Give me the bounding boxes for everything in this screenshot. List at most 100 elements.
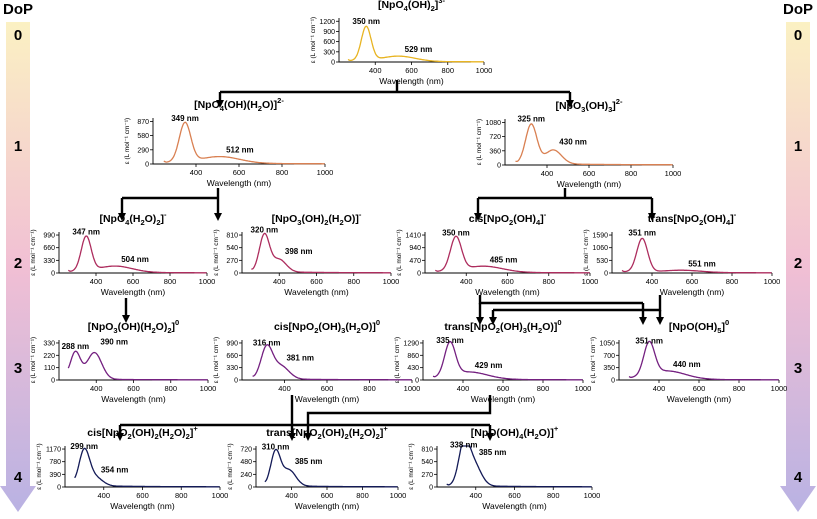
peak-label: 350 nm xyxy=(352,17,380,26)
y-tick-label: 810 xyxy=(421,447,433,454)
y-tick-label: 580 xyxy=(137,133,149,140)
arrow-left-branch-dop2 xyxy=(122,188,220,200)
y-tick-label: 600 xyxy=(323,39,335,46)
y-axis-label: ε (L mol⁻¹ cm⁻¹) xyxy=(396,229,403,275)
x-axis-label: Wavelength (nm) xyxy=(295,501,360,511)
y-tick-label: 300 xyxy=(323,49,335,56)
x-tick-label: 800 xyxy=(547,491,560,500)
y-tick-label: 1200 xyxy=(319,19,335,26)
species-title: [NpO3​(OH)2​(H2​O)]- xyxy=(272,210,362,227)
arrow-trans-dop3-to-dop4 xyxy=(306,395,492,425)
x-tick-label: 1000 xyxy=(200,384,217,393)
peak-label: 316 nm xyxy=(253,338,281,347)
y-tick-label: 0 xyxy=(51,271,55,278)
x-tick-label: 800 xyxy=(347,277,360,286)
spectrum-line xyxy=(252,344,412,381)
peak-label: 351 nm xyxy=(635,337,663,346)
arrow-root-to-dop1 xyxy=(220,80,570,94)
y-tick-label: 0 xyxy=(234,271,238,278)
dop-scale-right: DoP 0 1 2 3 4 xyxy=(780,1,816,512)
x-tick-label: 600 xyxy=(583,169,596,178)
y-tick-label: 0 xyxy=(429,485,433,492)
y-tick-label: 810 xyxy=(226,233,238,240)
x-tick-label: 800 xyxy=(726,277,739,286)
dop-level-4-right: 4 xyxy=(794,469,803,486)
x-tick-label: 600 xyxy=(497,384,510,393)
x-tick-label: 800 xyxy=(276,168,289,177)
x-axis-label: Wavelength (nm) xyxy=(660,287,725,297)
species-title: [NpO3​(OH)(H2​O)2​]0 xyxy=(88,318,179,335)
peak-label: 347 nm xyxy=(72,227,100,236)
spectrum-line xyxy=(628,340,779,381)
y-tick-label: 0 xyxy=(417,271,421,278)
x-tick-label: 600 xyxy=(310,277,323,286)
species-title: [NpO(OH)4​(H2​O)]+ xyxy=(471,424,559,441)
x-axis-label: Wavelength (nm) xyxy=(475,287,540,297)
spectrum-line xyxy=(67,235,207,274)
spectrum-line xyxy=(163,121,325,165)
y-tick-label: 700 xyxy=(603,353,615,360)
y-axis-label: ε (L mol⁻¹ cm⁻¹) xyxy=(476,119,483,165)
axes xyxy=(64,446,220,488)
x-tick-label: 600 xyxy=(233,168,246,177)
species-title: [NpO4​(H2​O)2​]- xyxy=(99,210,167,227)
y-axis-label: ε (L mol⁻¹ cm⁻¹) xyxy=(213,229,220,275)
x-tick-label: 1000 xyxy=(317,168,334,177)
x-tick-label: 800 xyxy=(164,384,177,393)
dop-level-3-left: 3 xyxy=(14,360,22,377)
peak-label: 310 nm xyxy=(262,442,290,451)
y-tick-label: 430 xyxy=(407,365,419,372)
x-tick-label: 1000 xyxy=(404,384,421,393)
dop-title-left: DoP xyxy=(3,1,33,18)
x-tick-label: 600 xyxy=(508,491,521,500)
y-tick-label: 1080 xyxy=(485,120,501,127)
dop-title-right: DoP xyxy=(783,1,813,18)
species-title: cis[NpO2​(OH)3​(H2​O)]0 xyxy=(274,318,380,335)
y-tick-label: 870 xyxy=(137,119,149,126)
peak-label: 350 nm xyxy=(442,228,470,237)
x-tick-label: 600 xyxy=(686,277,699,286)
peak-label: 529 nm xyxy=(405,45,433,54)
x-tick-label: 800 xyxy=(542,277,555,286)
y-tick-label: 780 xyxy=(49,459,61,466)
y-tick-label: 270 xyxy=(226,258,238,265)
x-tick-label: 400 xyxy=(90,277,103,286)
y-axis-label: ε (L mol⁻¹ cm⁻¹) xyxy=(36,443,43,489)
peak-label: 429 nm xyxy=(475,361,503,370)
y-tick-label: 290 xyxy=(137,147,149,154)
y-tick-label: 1290 xyxy=(403,340,419,347)
x-tick-label: 400 xyxy=(97,491,110,500)
peak-label: 299 nm xyxy=(70,442,98,451)
y-axis-label: ε (L mol⁻¹ cm⁻¹) xyxy=(30,337,37,383)
x-axis-label: Wavelength (nm) xyxy=(471,394,536,404)
x-tick-label: 800 xyxy=(175,491,188,500)
y-tick-label: 0 xyxy=(51,378,55,385)
y-tick-label: 330 xyxy=(43,258,55,265)
x-axis-label: Wavelength (nm) xyxy=(667,394,732,404)
x-tick-label: 1000 xyxy=(764,277,781,286)
y-tick-label: 0 xyxy=(497,163,501,170)
x-axis-label: Wavelength (nm) xyxy=(207,178,272,188)
x-axis-label: Wavelength (nm) xyxy=(482,501,547,511)
peak-label: 335 nm xyxy=(436,336,464,345)
x-tick-label: 400 xyxy=(273,277,286,286)
spectrum-line xyxy=(435,235,590,274)
x-tick-label: 400 xyxy=(457,384,470,393)
peak-label: 325 nm xyxy=(517,115,545,124)
y-axis-label: ε (L mol⁻¹ cm⁻¹) xyxy=(394,337,401,383)
y-tick-label: 110 xyxy=(44,365,55,372)
peak-label: 288 nm xyxy=(62,342,90,351)
x-tick-label: 400 xyxy=(278,384,291,393)
x-axis-label: Wavelength (nm) xyxy=(284,287,349,297)
species-title: trans[NpO2​(OH)4​]- xyxy=(648,210,737,227)
axes xyxy=(255,446,398,488)
y-tick-label: 0 xyxy=(145,162,149,169)
y-axis-label: ε (L mol⁻¹ cm⁻¹) xyxy=(408,443,415,489)
